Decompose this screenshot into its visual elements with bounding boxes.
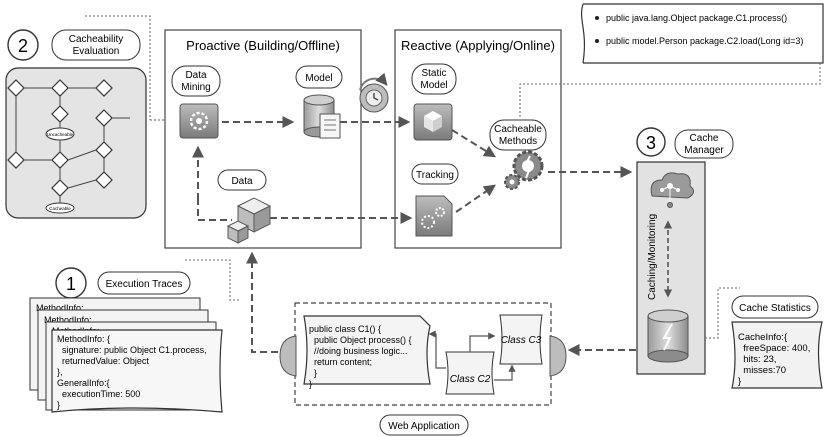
web-application-label: Web Application <box>388 421 460 432</box>
web-application-group: public class C1() { public Object proces… <box>279 302 567 436</box>
trace-line-1: MethodInfo: { <box>57 334 110 344</box>
data-mining-label-box <box>171 65 221 97</box>
cacheable-methods-line2: Methods <box>499 136 537 147</box>
app-code-line-2: public Object process() { <box>309 335 412 345</box>
cacheable-node-label: Cacheable <box>49 206 71 211</box>
cache-manager-label-box <box>674 129 734 159</box>
reactive-panel: Reactive (Applying/Online) Static Model … <box>394 29 562 249</box>
trace-line-3: returnedValue: Object <box>57 356 149 366</box>
proactive-title: Proactive (Building/Offline) <box>186 38 340 53</box>
cache-statistics-group: Cache Statistics CacheInfo:{ freeSpace: … <box>705 287 823 389</box>
sync-clock-icon <box>359 72 389 113</box>
flowchart-diamonds <box>7 79 113 197</box>
trace-line-4: }, <box>57 367 63 377</box>
static-model-label-box <box>411 63 457 95</box>
data-mining-line1: Data <box>185 70 207 81</box>
cacheability-evaluation-label-box <box>51 29 141 61</box>
trace-sheet-back-2-text: MethodInfo: <box>44 315 92 325</box>
app-code-line-3: //doing business logic... <box>309 346 408 356</box>
tracking-document-gears-icon <box>415 195 453 237</box>
uncacheable-node-label: Uncacheable <box>47 132 74 137</box>
web-app-left-connector <box>279 335 297 377</box>
trace-sheet-front <box>51 329 223 413</box>
tracking-label-box <box>411 163 459 185</box>
class-c2-box <box>445 351 495 395</box>
static-model-line2: Model <box>420 80 447 91</box>
cache-info-line1: CacheInfo:{ <box>738 332 787 343</box>
class-c3-label: Class C3 <box>501 335 542 346</box>
step-3-number: 3 <box>646 133 656 153</box>
static-model-cube-icon <box>413 103 453 141</box>
cacheable-methods-gears-icon <box>504 150 544 190</box>
cache-storage-icon <box>647 309 689 363</box>
cacheability-evaluation-line2: Evaluation <box>73 46 120 57</box>
cache-manager-line1: Cache <box>690 133 719 144</box>
cache-statistics-label: Cache Statistics <box>739 303 811 314</box>
app-code-line-6: } <box>309 379 312 389</box>
cacheable-methods-label-box <box>489 119 547 151</box>
cache-info-line2: freeSpace: 400, <box>738 343 810 354</box>
data-label-box <box>217 169 267 191</box>
flow-arrows <box>192 116 636 356</box>
cache-info-line5: } <box>738 376 741 387</box>
model-database-icon <box>303 94 341 139</box>
method-item-1: public java.lang.Object package.C1.proce… <box>606 13 787 23</box>
cache-manager-line2: Manager <box>684 145 724 156</box>
cacheable-node <box>45 202 75 214</box>
web-app-right-connector <box>549 335 567 377</box>
caching-monitoring-label: Caching/Monitoring <box>647 214 658 300</box>
trace-line-2: signature: public Object C1.process, <box>57 345 207 355</box>
execution-traces-group: 1 Execution Traces MethodInfo: MethodInf… <box>29 259 240 413</box>
web-application-label-box <box>379 414 469 436</box>
flowchart-panel <box>5 67 147 219</box>
app-code-line-5: } <box>309 368 317 378</box>
uncacheable-node <box>45 127 75 141</box>
reactive-title: Reactive (Applying/Online) <box>401 38 555 53</box>
step-1-number: 1 <box>66 274 76 294</box>
step-3-circle <box>636 127 666 157</box>
data-cubes-icon <box>226 197 272 244</box>
static-model-line1: Static <box>421 68 446 79</box>
proactive-panel: Proactive (Building/Offline) Data Mining… <box>164 29 362 249</box>
cache-info-line3: hits: 23, <box>738 354 777 365</box>
cache-statistics-label-box <box>731 295 819 319</box>
step-2-circle <box>7 29 39 61</box>
execution-traces-label-box <box>97 271 191 295</box>
cloud-network-icon <box>650 172 694 208</box>
model-label-box <box>295 65 343 89</box>
class-c2-label: Class C2 <box>450 374 491 385</box>
cache-info-line4: misses:70 <box>738 365 786 376</box>
data-mining-line2: Mining <box>181 82 210 93</box>
tracking-label: Tracking <box>416 170 454 181</box>
class-c3-box <box>499 314 543 365</box>
step-2-number: 2 <box>18 36 28 56</box>
cache-info-note <box>731 321 823 389</box>
flowchart-connectors <box>15 87 130 203</box>
model-label: Model <box>305 73 332 84</box>
app-code-line-4: return content; <box>309 357 372 367</box>
execution-traces-label: Execution Traces <box>106 279 183 290</box>
cache-manager-group: 3 Cache Manager Caching/Monitoring <box>636 127 734 375</box>
trace-line-6: executionTime: 500 <box>57 389 140 399</box>
trace-sheet-back-3-text: MethodInfo: <box>36 303 84 313</box>
cacheable-methods-line1: Cacheable <box>494 124 542 135</box>
trace-line-7: } <box>57 400 60 410</box>
data-label: Data <box>231 176 253 187</box>
app-code-line-1: public class C1() { <box>309 324 381 334</box>
cacheability-evaluation-group: 2 Cacheability Evaluation Uncacheable <box>5 15 165 219</box>
trace-line-5: GeneralInfo:{ <box>57 378 110 388</box>
cacheability-evaluation-line1: Cacheability <box>69 34 123 45</box>
methods-list-note: public java.lang.Object package.C1.proce… <box>519 3 824 118</box>
method-item-2: public model.Person package.C2.load(Long… <box>606 36 803 46</box>
